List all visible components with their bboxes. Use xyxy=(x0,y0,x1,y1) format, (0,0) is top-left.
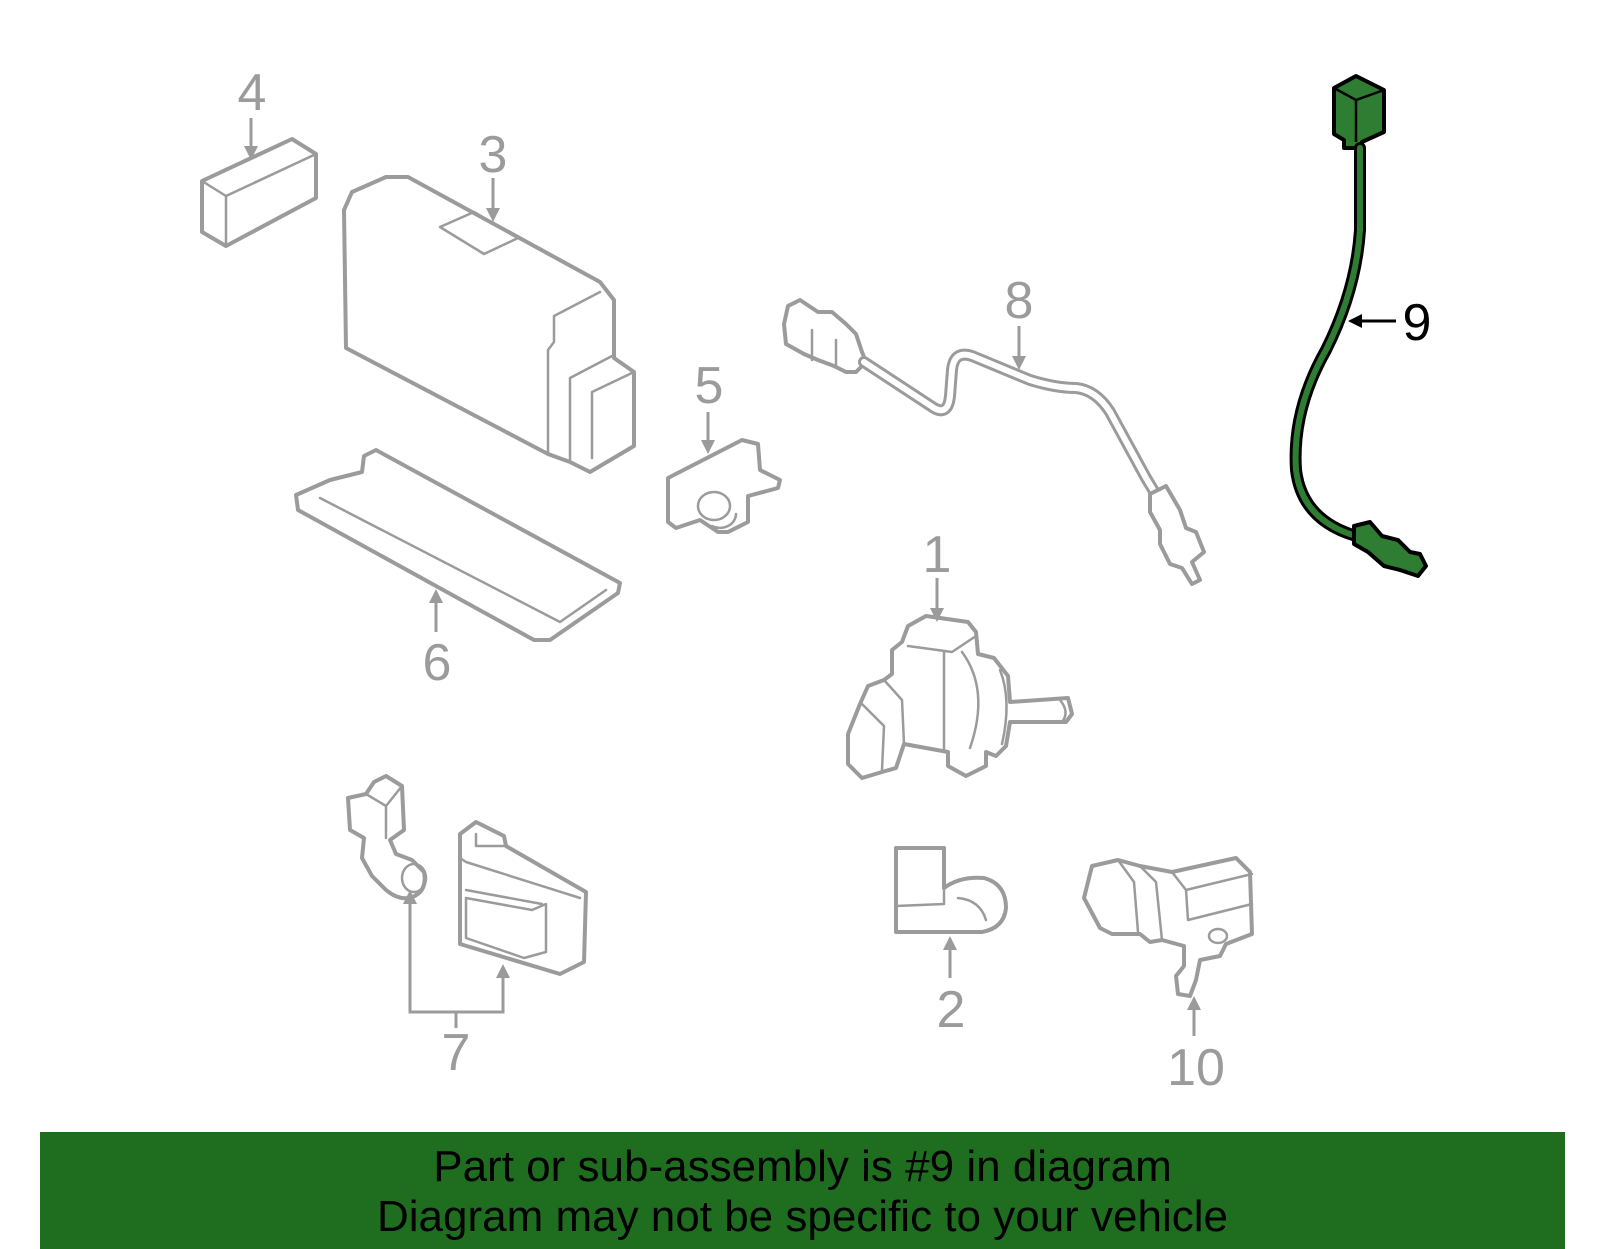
callout-4: 4 xyxy=(238,64,267,122)
callout-2: 2 xyxy=(937,981,966,1039)
part-2-clip xyxy=(894,846,1008,934)
callout-7-leader xyxy=(403,890,510,1028)
callout-7: 7 xyxy=(442,1024,471,1082)
callout-1-leader xyxy=(930,578,944,622)
part-9-oxygen-sensor-highlighted xyxy=(1289,74,1428,578)
part-4-block xyxy=(200,137,318,248)
callout-10: 10 xyxy=(1167,1039,1225,1097)
callout-9-leader xyxy=(1348,314,1396,328)
callout-3-leader xyxy=(486,178,500,222)
callout-8: 8 xyxy=(1005,272,1034,330)
callout-2-leader xyxy=(943,936,957,978)
part-1-valve xyxy=(846,614,1074,780)
part-7-connector xyxy=(346,774,428,901)
callout-5: 5 xyxy=(695,357,724,415)
info-banner: Part or sub-assembly is #9 in diagram Di… xyxy=(40,1132,1565,1249)
part-7-bracket xyxy=(458,820,588,976)
callout-8-leader xyxy=(1012,326,1026,370)
callout-5-leader xyxy=(701,412,715,454)
callout-9: 9 xyxy=(1403,294,1432,352)
callout-4-leader xyxy=(244,118,258,160)
part-3-module xyxy=(342,175,636,474)
callout-10-leader xyxy=(1187,996,1201,1036)
callout-3: 3 xyxy=(479,126,508,184)
banner-line-1: Part or sub-assembly is #9 in diagram xyxy=(433,1142,1172,1191)
part-10-sensor xyxy=(1082,856,1254,998)
part-5-bracket xyxy=(666,438,782,534)
part-8-oxygen-sensor xyxy=(782,298,1206,586)
banner-line-2: Diagram may not be specific to your vehi… xyxy=(376,1192,1229,1241)
callout-6-leader xyxy=(429,589,443,632)
callout-1: 1 xyxy=(923,526,952,584)
callout-6: 6 xyxy=(423,634,452,692)
part-6-filter xyxy=(294,448,622,642)
